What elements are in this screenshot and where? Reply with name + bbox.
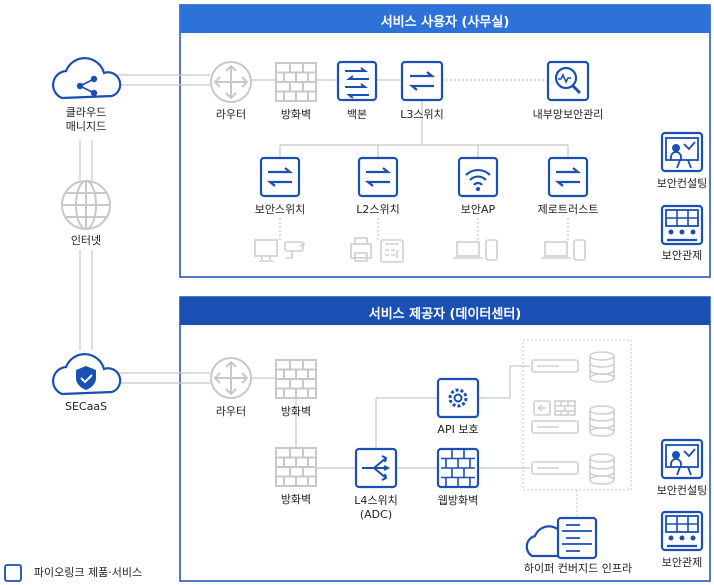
dc-firewall-label-1: 방화벽: [280, 405, 312, 418]
office-router-icon: [210, 61, 252, 103]
zero-trust-icon: [547, 156, 589, 198]
zero-trust-label: 제로트러스트: [537, 203, 599, 216]
end-devices: [254, 237, 586, 263]
backbone-label: 백본: [346, 108, 368, 121]
backbone-icon: [336, 60, 378, 102]
datacenter-section-title: 서비스 제공자 (데이터센터): [368, 307, 522, 322]
database-icon: [589, 351, 615, 383]
smartphone-icon-2: [573, 239, 586, 261]
hyper-converged-icon: [525, 516, 598, 560]
web-firewall-icon: [436, 447, 480, 489]
dc-router-label: 라우터: [215, 405, 247, 418]
office-firewall-icon: [275, 62, 317, 102]
office-frame: [179, 4, 711, 278]
consulting-icon-top: [660, 131, 704, 173]
database-icon-3: [589, 453, 615, 485]
security-ap-wifi-icon: [457, 156, 499, 198]
web-firewall-label: 웹방화벽: [437, 494, 479, 507]
monitoring-icon-bottom: [660, 510, 704, 552]
monitoring-label-bottom: 보안관제: [661, 556, 703, 569]
globe-icon: [61, 180, 111, 230]
office-router-label: 라우터: [215, 108, 247, 121]
consulting-label-top: 보안컨설팅: [656, 177, 708, 190]
server-unit-icon-3: [531, 461, 579, 475]
secaas-shield-cloud-icon: [52, 353, 122, 396]
printer-icon: [350, 237, 372, 262]
consulting-label-bottom: 보안컨설팅: [656, 484, 708, 497]
datacenter-header: [180, 297, 710, 325]
phone-icon: [380, 239, 404, 263]
hyper-converged-label: 하이퍼 컨버지드 인프라: [523, 562, 633, 575]
network-appliance-icon: [533, 400, 576, 416]
l4-switch-adc-icon: [354, 447, 398, 489]
datacenter-frame: [179, 296, 711, 582]
legend-swatch: [4, 564, 22, 582]
consulting-icon-bottom: [660, 438, 704, 480]
server-unit-icon-2: [531, 420, 579, 434]
l4-switch-label: L4스위치 (ADC): [354, 494, 398, 521]
api-protect-label: API 보호: [437, 423, 479, 436]
database-icon-2: [589, 405, 615, 437]
api-protect-gear-icon: [436, 377, 480, 419]
legend-label: 파이오링크 제품·서비스: [33, 566, 143, 579]
office-section-title: 서비스 사용자 (사무실): [380, 15, 510, 30]
cctv-camera-icon: [284, 241, 306, 259]
security-ap-label: 보안AP: [460, 203, 496, 216]
dc-router-icon: [210, 357, 252, 399]
office-header: [180, 5, 710, 33]
l3-switch-icon: [400, 60, 444, 102]
connection-lines: [79, 74, 569, 469]
laptop-icon-2: [541, 241, 571, 259]
smartphone-icon: [485, 239, 498, 261]
security-switch-icon: [259, 156, 301, 198]
dc-firewall-label-2: 방화벽: [280, 493, 312, 506]
office-firewall-label: 방화벽: [280, 108, 312, 121]
internal-mgmt-icon: [546, 60, 590, 102]
dc-firewall-icon-2: [275, 447, 317, 487]
monitoring-label-top: 보안관제: [661, 249, 703, 262]
l3-switch-label: L3스위치: [400, 108, 444, 121]
internet-label: 인터넷: [70, 234, 102, 247]
laptop-icon: [453, 241, 483, 259]
dc-firewall-icon-1: [275, 359, 317, 399]
internal-mgmt-label: 내부망보안관리: [532, 108, 604, 121]
cloud-managed-label: 클라우드 매니지드: [65, 106, 107, 133]
l2-switch-icon: [357, 156, 399, 198]
secaas-label: SECaaS: [64, 400, 108, 413]
monitor-icon: [254, 239, 278, 262]
server-unit-icon: [531, 359, 579, 373]
l2-switch-label: L2스위치: [356, 203, 400, 216]
cloud-managed-icon: [52, 57, 122, 100]
monitoring-icon-top: [660, 204, 704, 246]
server-stack: [531, 351, 615, 485]
security-switch-label: 보안스위치: [254, 203, 306, 216]
